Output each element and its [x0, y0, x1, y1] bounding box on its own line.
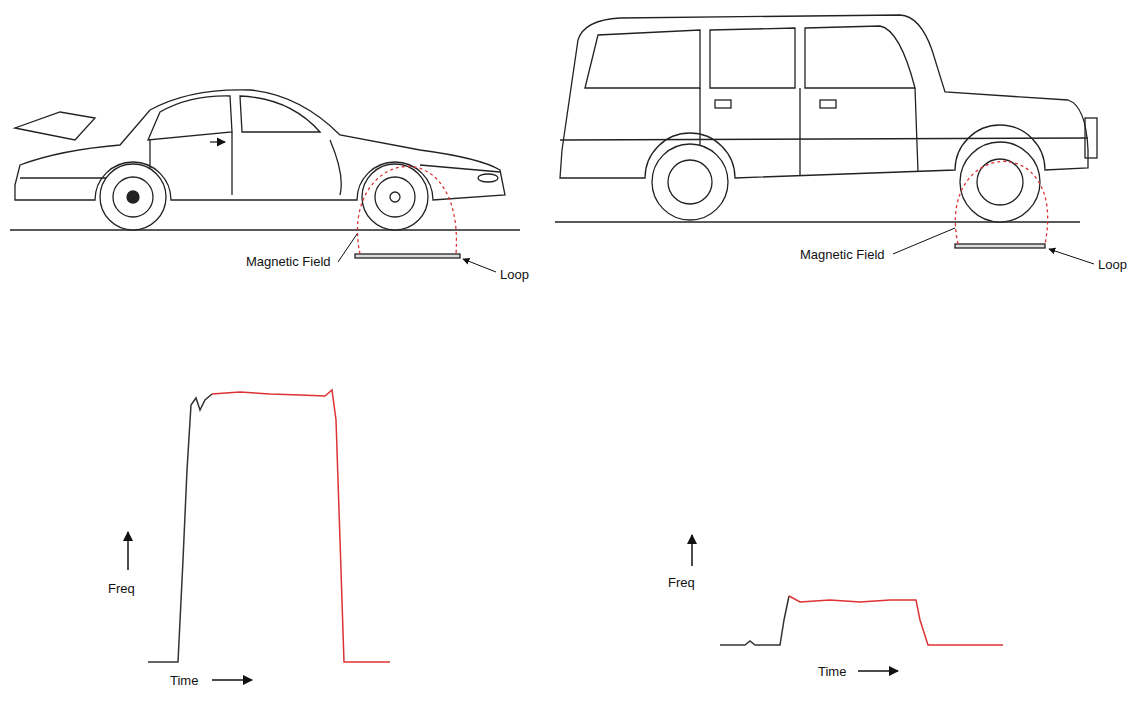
field-label: Magnetic Field — [800, 248, 885, 262]
magnetic-field — [357, 166, 456, 254]
axis-arrow — [858, 670, 898, 672]
axis-arrow — [127, 532, 129, 570]
axis-label: Time — [818, 665, 846, 679]
leader-arrow — [463, 259, 496, 272]
axis-label: Freq — [108, 582, 135, 596]
frequency-trace — [148, 390, 390, 662]
axis-label: Freq — [668, 576, 695, 590]
field-label: Magnetic Field — [246, 255, 331, 269]
loop-label: Loop — [500, 268, 529, 282]
sports-car — [10, 90, 520, 258]
loop-label: Loop — [1098, 258, 1127, 272]
axis-arrow — [691, 535, 693, 566]
leader-arrow — [1049, 249, 1094, 264]
suv — [555, 15, 1097, 248]
leader-line — [338, 234, 357, 262]
magnetic-field — [955, 161, 1047, 244]
frequency-trace — [720, 596, 1003, 645]
axis-arrow — [212, 679, 252, 681]
axis-label: Time — [170, 674, 198, 688]
leader-line — [893, 228, 955, 254]
